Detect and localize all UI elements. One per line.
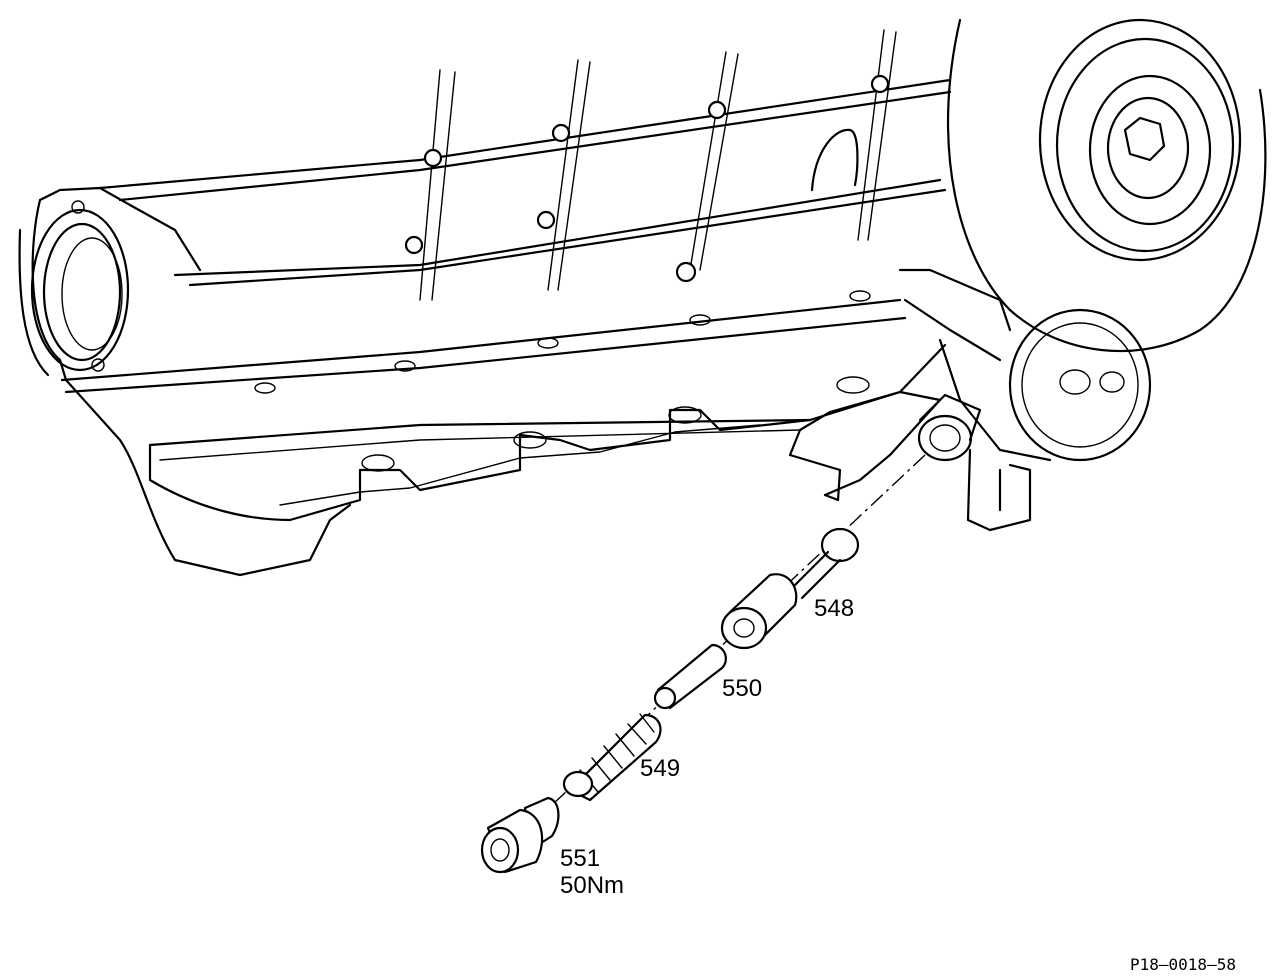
tensioner-exploded-parts (480, 454, 926, 874)
label-548: 548 (814, 595, 854, 622)
engine-block-drawing (18, 18, 1267, 577)
label-550: 550 (722, 675, 762, 702)
part-549-spring (562, 713, 662, 802)
label-549: 549 (640, 755, 680, 782)
part-551-screw-plug (480, 796, 560, 874)
label-551: 551 (560, 845, 600, 872)
part-548-piston (720, 527, 860, 650)
label-551-torque: 50Nm (560, 872, 624, 899)
assembly-axis-line (519, 454, 926, 836)
figure-code: P18—0018—58 (1130, 955, 1236, 974)
part-550-pin (653, 643, 727, 710)
